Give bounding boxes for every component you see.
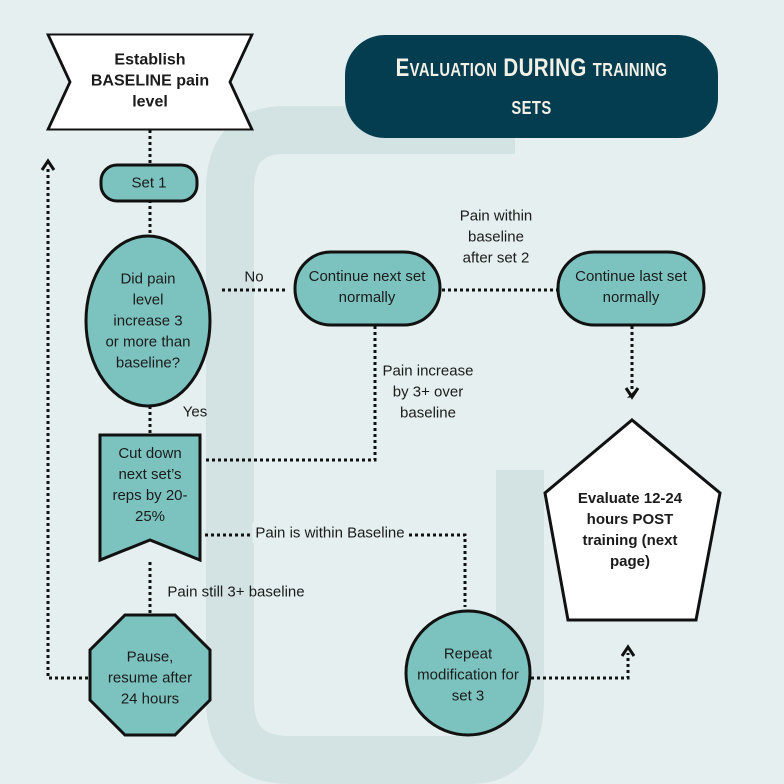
edge-label-within-baseline: Pain is within Baseline xyxy=(252,522,408,544)
node-pause: Pause, resume after 24 hours xyxy=(107,648,193,708)
node-continue-next: Continue next set normally xyxy=(308,268,426,306)
repeat-shape xyxy=(404,609,532,737)
edge-label-still-3plus: Pain still 3+ baseline xyxy=(167,583,305,601)
node-set1: Set 1 xyxy=(131,174,167,192)
edge-pause-return xyxy=(46,168,88,680)
edge-label-yes: Yes xyxy=(182,403,208,421)
arrowhead xyxy=(40,158,56,171)
baseline-shape xyxy=(45,33,255,131)
edge-label-within-after-set2: Pain within baseline after set 2 xyxy=(459,207,533,267)
continue-last-shape xyxy=(556,250,706,327)
cut-down-shape xyxy=(98,433,202,563)
node-cut-down: Cut down next set’s reps by 20-25% xyxy=(112,445,188,525)
pause-shape xyxy=(88,613,212,737)
continue-next-shape xyxy=(293,250,442,327)
node-continue-last: Continue last set normally xyxy=(575,268,687,306)
node-repeat: Repeat modification for set 3 xyxy=(417,645,519,705)
edge-label-no: No xyxy=(244,268,264,286)
set1-shape xyxy=(99,163,199,203)
page-title: Evaluation DURING training sets xyxy=(345,35,718,138)
arrowhead xyxy=(620,644,636,657)
watermark-logo xyxy=(206,106,544,784)
edge-label-increase-over: Pain increase by 3+ over baseline xyxy=(382,362,474,422)
node-evaluate: Evaluate 12-24 hours POST training (next… xyxy=(577,490,683,570)
node-baseline: Establish BASELINE pain level xyxy=(90,51,210,111)
edge-increase-over xyxy=(205,326,377,462)
evaluate-shape xyxy=(543,418,722,622)
title-box xyxy=(345,35,718,138)
decision-shape xyxy=(84,234,212,408)
node-decision: Did pain level increase 3 or more than b… xyxy=(105,270,191,372)
edge-repeat-evaluate xyxy=(531,653,630,680)
title-text: Evaluation DURING training sets xyxy=(395,53,668,120)
